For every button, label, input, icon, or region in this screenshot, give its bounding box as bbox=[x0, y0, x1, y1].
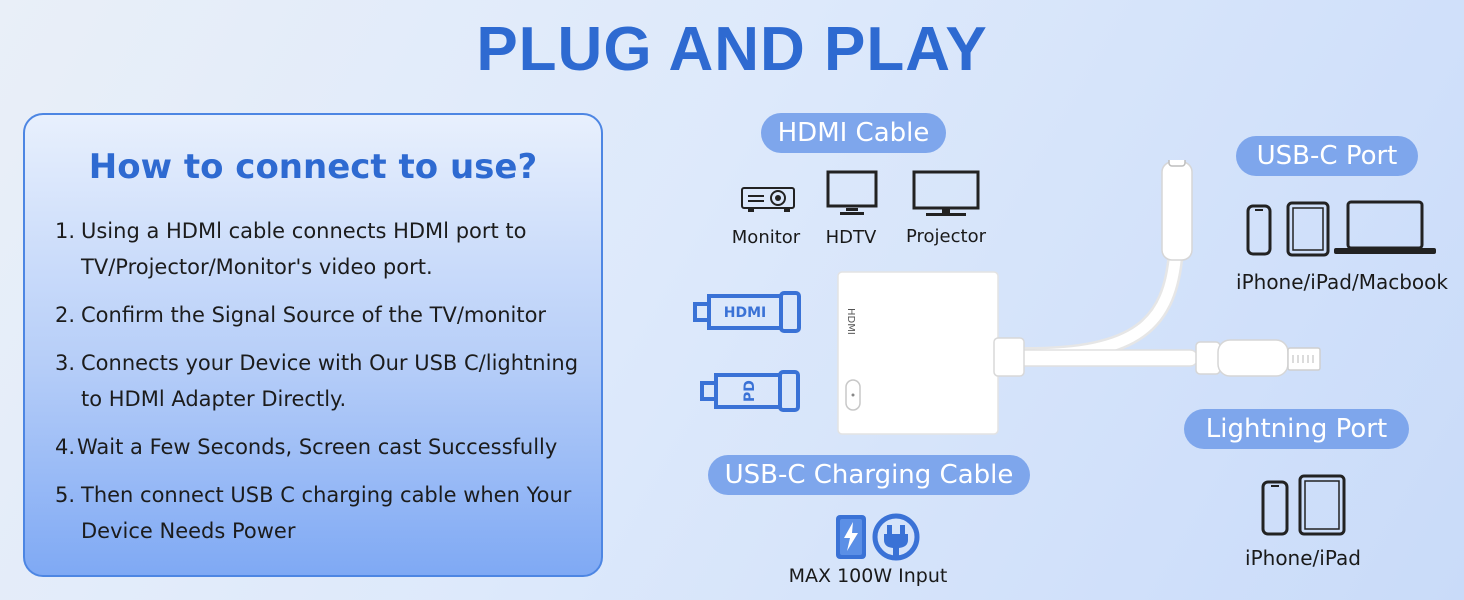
monitor-icon bbox=[912, 170, 980, 218]
step-item: 1. Using a HDMl cable connects HDMl port… bbox=[55, 213, 595, 285]
hdmi-cable-label: HDMI Cable bbox=[761, 113, 946, 153]
panel-heading: How to connect to use? bbox=[88, 147, 538, 187]
device-label-hdtv: HDTV bbox=[825, 227, 877, 248]
step-item: 5. Then connect USB C charging cable whe… bbox=[55, 477, 595, 549]
step-number: 3. bbox=[55, 351, 76, 375]
step-number: 4. bbox=[55, 435, 76, 459]
tablet-icon bbox=[1286, 201, 1330, 257]
phone-icon bbox=[1246, 204, 1272, 256]
step-item: 3. Connects your Device with Our USB C/l… bbox=[55, 345, 595, 417]
step-text: Connects your Device with Our USB C/ligh… bbox=[81, 351, 579, 411]
page-title: PLUG AND PLAY bbox=[476, 15, 988, 84]
step-text: Using a HDMl cable connects HDMl port to… bbox=[81, 219, 527, 279]
pd-plug-icon: PD bbox=[700, 370, 804, 412]
adapter-hdmi-port-text: HDMI bbox=[845, 308, 856, 335]
step-text: Then connect USB C charging cable when Y… bbox=[81, 483, 572, 543]
step-number: 1. bbox=[55, 219, 76, 243]
lightning-port-label: Lightning Port bbox=[1184, 409, 1409, 449]
hdmi-plug-text: HDMI bbox=[724, 305, 766, 321]
hdmi-plug-icon: HDMI bbox=[693, 291, 803, 333]
tablet-icon bbox=[1298, 474, 1346, 536]
step-text: Wait a Few Seconds, Screen cast Successf… bbox=[77, 435, 558, 459]
usbc-devices-label: iPhone/iPad/Macbook bbox=[1236, 270, 1448, 294]
charging-caption: MAX 100W Input bbox=[788, 565, 948, 587]
usbc-port-label: USB-C Port bbox=[1236, 136, 1418, 176]
device-label-monitor: Monitor bbox=[731, 227, 801, 248]
step-item: 4. Wait a Few Seconds, Screen cast Succe… bbox=[55, 429, 595, 465]
charging-cable-label: USB-C Charging Cable bbox=[708, 455, 1030, 495]
step-number: 2. bbox=[55, 303, 76, 327]
adapter-illustration: HDMI bbox=[836, 160, 1336, 440]
step-number: 5. bbox=[55, 483, 76, 507]
phone-icon bbox=[1261, 480, 1289, 536]
projector-icon bbox=[740, 182, 798, 214]
power-bank-icon bbox=[834, 513, 868, 561]
power-plug-icon bbox=[872, 513, 920, 561]
device-label-projector: Projector bbox=[906, 226, 986, 247]
hdtv-icon bbox=[826, 170, 878, 218]
step-text: Confirm the Signal Source of the TV/moni… bbox=[81, 303, 547, 327]
laptop-icon bbox=[1334, 200, 1436, 256]
lightning-devices-label: iPhone/iPad bbox=[1245, 546, 1361, 570]
instructions-panel: How to connect to use? 1. Using a HDMl c… bbox=[23, 113, 603, 577]
step-item: 2. Confirm the Signal Source of the TV/m… bbox=[55, 297, 595, 333]
pd-plug-text: PD bbox=[742, 380, 758, 402]
steps-list: 1. Using a HDMl cable connects HDMl port… bbox=[55, 213, 595, 561]
